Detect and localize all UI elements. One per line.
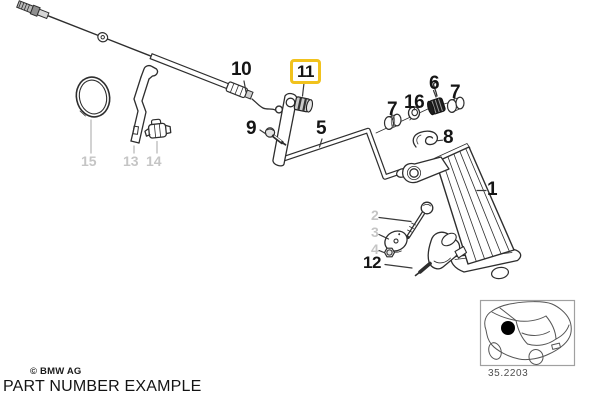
- screw-drawing: [264, 127, 287, 146]
- callout-13[interactable]: 13: [123, 153, 139, 169]
- bracket-drawing: [130, 64, 159, 144]
- callout-6[interactable]: 6: [429, 73, 440, 94]
- location-dot: [501, 321, 515, 335]
- accelerator-pedal-drawing: [402, 142, 522, 280]
- diagram-code: 35.2203: [488, 368, 529, 379]
- callout-3[interactable]: 3: [371, 224, 379, 240]
- bushing-7-left-drawing: [383, 113, 402, 130]
- callout-12[interactable]: 12: [363, 253, 381, 272]
- bushing-7-right-drawing: [446, 96, 465, 113]
- car-sketch: [484, 301, 572, 365]
- callout-4[interactable]: 4: [371, 241, 379, 257]
- callout-1[interactable]: 1: [487, 179, 498, 200]
- nut-4-drawing: [383, 247, 396, 258]
- throttle-cable-drawing: [16, 0, 284, 114]
- kickdown-switch-drawing: [414, 231, 468, 277]
- grommet-drawing: [293, 96, 314, 113]
- callout-9[interactable]: 9: [246, 118, 257, 139]
- callout-2[interactable]: 2: [371, 207, 379, 223]
- copyright-text: © BMW AG: [30, 366, 82, 377]
- callout-11-label: 11: [297, 62, 314, 81]
- callout-10[interactable]: 10: [231, 59, 252, 80]
- callout-5[interactable]: 5: [316, 118, 327, 139]
- bushing-6-drawing: [427, 81, 446, 116]
- page-caption: PART NUMBER EXAMPLE: [3, 378, 202, 395]
- callout-15[interactable]: 15: [81, 153, 97, 169]
- clamp-ring-drawing: [75, 76, 111, 118]
- pin-2-drawing: [406, 201, 434, 239]
- clip-8-drawing: [412, 130, 439, 148]
- leader-lines: [90, 80, 487, 269]
- car-inset: [479, 299, 576, 367]
- callout-8[interactable]: 8: [443, 127, 454, 148]
- callout-16[interactable]: 16: [404, 92, 425, 113]
- callout-14[interactable]: 14: [146, 153, 162, 169]
- callout-7-right[interactable]: 7: [450, 82, 461, 103]
- callout-11-highlighted[interactable]: 11: [290, 59, 321, 84]
- pedal-rod-drawing: [272, 92, 408, 180]
- clip-drawing: [144, 118, 172, 139]
- callout-7-left[interactable]: 7: [387, 99, 398, 120]
